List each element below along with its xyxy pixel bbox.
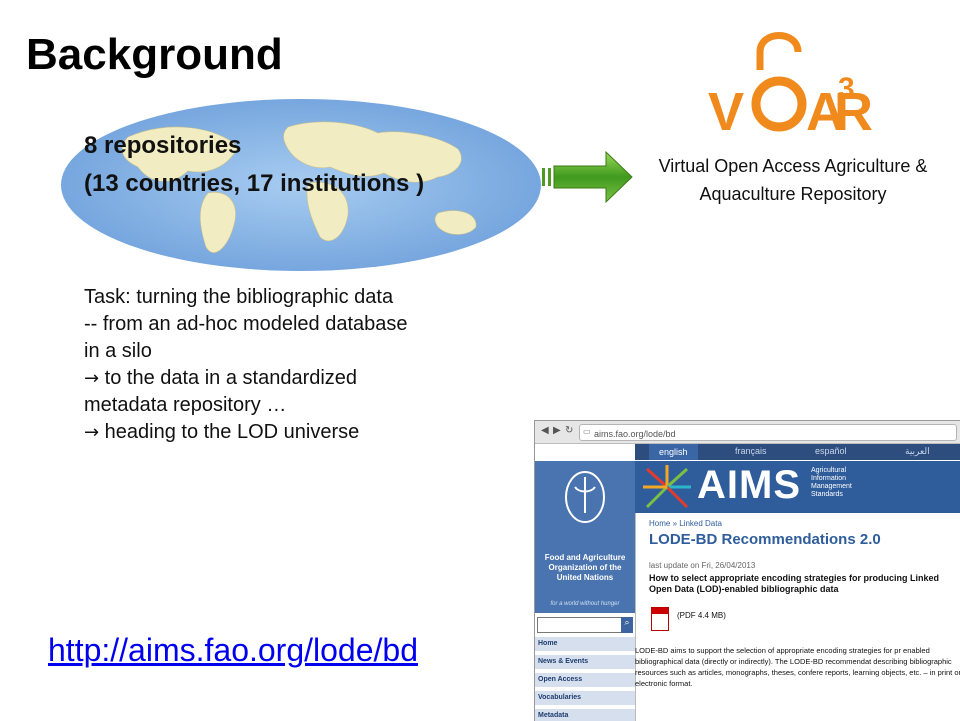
logo-letter-r: R: [834, 82, 873, 140]
lang-spanish: español: [815, 446, 847, 456]
repositories-count: 8 repositories: [84, 132, 242, 159]
logo-letter-v: V: [708, 82, 744, 140]
fao-emblem-icon: [565, 471, 605, 523]
arrow-bullet-icon: →: [84, 368, 100, 389]
fao-tagline: for a world without hunger: [550, 601, 620, 607]
slide-title: Background: [26, 30, 283, 79]
task-line: to the data in a standardized: [99, 367, 358, 389]
page-subheading: How to select appropriate encoding strat…: [649, 573, 940, 594]
body-text: LODE-BD aims to support the selection of…: [635, 646, 960, 688]
lang-arabic: العربية: [905, 446, 930, 456]
forward-icon: ▶: [553, 425, 561, 436]
nav-item-metadata[interactable]: Metadata: [535, 709, 635, 721]
nav-item-news-events[interactable]: News & Events: [535, 655, 635, 670]
task-line: -- from an ad-hoc modeled database: [84, 313, 408, 335]
content-divider: [635, 513, 636, 721]
fao-sidebar: Food and Agriculture Organization of the…: [535, 461, 635, 613]
reload-icon: ↻: [565, 425, 574, 436]
voa3r-logo: V A 3 R: [708, 32, 873, 140]
task-line: in a silo: [84, 340, 152, 362]
lang-english: english: [649, 444, 698, 460]
countries-institutions-count: (13 countries, 17 institutions ): [84, 170, 425, 197]
nav-item-open-access[interactable]: Open Access: [535, 673, 635, 688]
lode-bd-link[interactable]: http://aims.fao.org/lode/bd: [48, 632, 418, 668]
back-icon: ◀: [541, 425, 549, 436]
logo-superscript-3: 3: [838, 72, 855, 105]
task-line: Task: turning the bibliographic data: [84, 286, 394, 308]
page-icon: ▭: [583, 427, 591, 436]
breadcrumb[interactable]: Home » Linked Data: [649, 519, 722, 528]
nav-item-vocabularies[interactable]: Vocabularies: [535, 691, 635, 706]
pdf-icon[interactable]: [651, 607, 669, 631]
task-line: metadata repository …: [84, 394, 287, 416]
voa3r-description: Virtual Open Access Agriculture & Aquacu…: [658, 156, 928, 204]
logo-letter-a: A: [806, 82, 845, 140]
language-bar: english français español العربية: [635, 444, 960, 460]
arrow-bullet-icon: →: [84, 422, 100, 443]
pdf-size: (PDF 4.4 MB): [677, 611, 726, 620]
browser-toolbar: ◀ ▶ ↻ ▭ aims.fao.org/lode/bd: [535, 421, 960, 444]
fao-name: Food and Agriculture Organization of the…: [544, 553, 626, 582]
search-icon[interactable]: ⌕: [621, 617, 633, 633]
address-text: aims.fao.org/lode/bd: [594, 429, 676, 439]
task-description: Task: turning the bibliographic data -- …: [84, 284, 534, 446]
right-arrow-icon: [542, 150, 633, 204]
world-map-globe: [61, 99, 541, 271]
aims-subtitle: Agricultural Information Management Stan…: [811, 467, 852, 498]
page-title: LODE-BD Recommendations 2.0: [649, 531, 881, 548]
task-line: heading to the LOD universe: [99, 421, 360, 443]
address-bar: ▭ aims.fao.org/lode/bd: [579, 424, 957, 441]
nav-item-home[interactable]: Home: [535, 637, 635, 652]
aims-flower-logo-icon: [643, 465, 691, 509]
browser-screenshot: ◀ ▶ ↻ ▭ aims.fao.org/lode/bd english fra…: [534, 420, 960, 721]
lang-french: français: [735, 446, 767, 456]
aims-title: AIMS: [697, 463, 801, 507]
last-update: last update on Fri, 26/04/2013: [649, 561, 756, 570]
search-input[interactable]: [537, 617, 623, 633]
